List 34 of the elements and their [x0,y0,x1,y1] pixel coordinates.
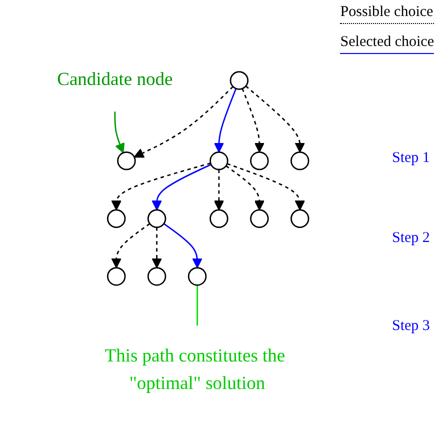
arrow [226,163,305,210]
arrow [214,88,237,153]
arrow [214,170,224,210]
node-circle [250,151,269,170]
node-circle [210,209,228,228]
step-label: Step 2 [392,230,430,247]
arrow [163,223,202,268]
node-circle [106,267,126,286]
node-circle [147,267,166,286]
arrow [114,112,125,154]
arrow [245,86,305,153]
node-circle [210,151,228,170]
step-label: Step 1 [392,150,430,167]
node-text: This path constitutes the "optimal" solution [104,346,286,394]
arrow [226,165,264,210]
node-circle [188,267,207,286]
arrow [134,86,234,158]
arrow [111,223,150,268]
step-label: Step 3 [392,318,430,335]
arrow [242,88,264,153]
node-circle [250,209,269,228]
node-circle [230,71,249,90]
connector [196,285,198,326]
arrow [152,164,212,210]
legend-entry: Possible choice [340,4,434,24]
arrow [111,162,211,210]
node-text: Candidate node [57,70,173,90]
node-circle [117,151,136,170]
arrow [152,227,162,268]
legend-entry: Selected choice [340,34,434,54]
node-circle [147,209,166,228]
node-circle [106,209,126,228]
node-circle [290,209,310,228]
node-circle [290,151,310,170]
